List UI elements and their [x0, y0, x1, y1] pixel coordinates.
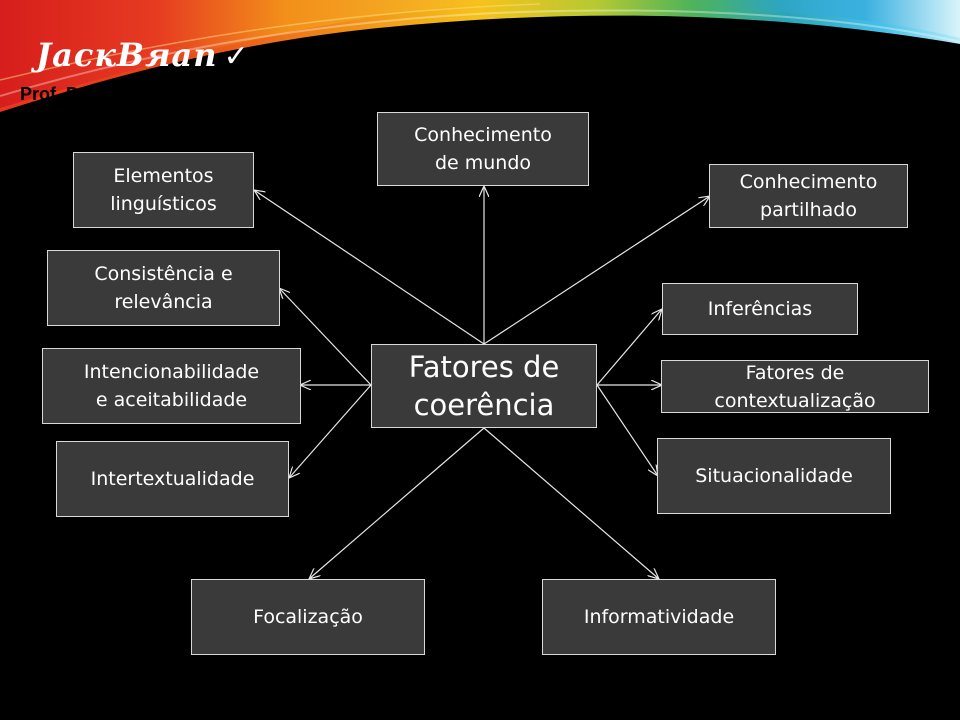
- node-label: Intencionabilidade e aceitabilidade: [83, 361, 260, 411]
- node-informatividade: Informatividade: [542, 579, 776, 655]
- node-label: Fatores de contextualização: [714, 361, 876, 412]
- node-conhecimento-partilhado: Conhecimento partilhado: [709, 164, 908, 228]
- arrow-to-inferencias: [596, 309, 662, 386]
- author-name: Prof. Dr. Jack Brandão: [20, 84, 214, 104]
- center-node-label: Fatores de coerência: [408, 350, 560, 422]
- node-label: Conhecimento de mundo: [414, 124, 552, 174]
- arrow-to-consistencia-relevancia: [279, 288, 372, 386]
- brand-name: JacкBяan: [36, 36, 218, 74]
- node-inferencias: Inferências: [662, 283, 858, 335]
- node-label: Inferências: [707, 298, 813, 320]
- arrow-to-situacionalidade: [596, 384, 658, 476]
- node-label: Elementos linguísticos: [110, 165, 217, 215]
- center-node: Fatores de coerência: [371, 344, 597, 428]
- arrow-to-informatividade: [483, 427, 659, 579]
- node-elementos-linguisticos: Elementos linguísticos: [73, 152, 254, 228]
- node-intencionabilidade: Intencionabilidade e aceitabilidade: [42, 348, 301, 424]
- node-fatores-contextualizacao: Fatores de contextualização: [661, 360, 929, 413]
- node-label: Intertextualidade: [90, 468, 255, 490]
- node-label: Conhecimento partilhado: [739, 171, 878, 221]
- arrow-to-conhecimento-partilhado: [483, 196, 710, 345]
- brand-logo: JacкBяan✓: [36, 36, 250, 74]
- node-situacionalidade: Situacionalidade: [657, 438, 891, 514]
- node-label: Focalização: [253, 606, 363, 628]
- node-label: Consistência e relevância: [94, 263, 233, 313]
- node-focalizacao: Focalização: [191, 579, 425, 655]
- check-icon: ✓: [223, 39, 250, 74]
- banner-stripes: [0, 0, 960, 112]
- node-label: Informatividade: [583, 606, 735, 628]
- node-consistencia-relevancia: Consistência e relevância: [47, 250, 280, 326]
- node-intertextualidade: Intertextualidade: [56, 441, 289, 517]
- node-label: Situacionalidade: [695, 465, 853, 487]
- arrow-to-focalizacao: [309, 427, 485, 579]
- node-conhecimento-mundo: Conhecimento de mundo: [377, 112, 589, 186]
- arrow-to-intertextualidade: [289, 384, 372, 478]
- arrow-to-elementos-linguisticos: [254, 190, 485, 345]
